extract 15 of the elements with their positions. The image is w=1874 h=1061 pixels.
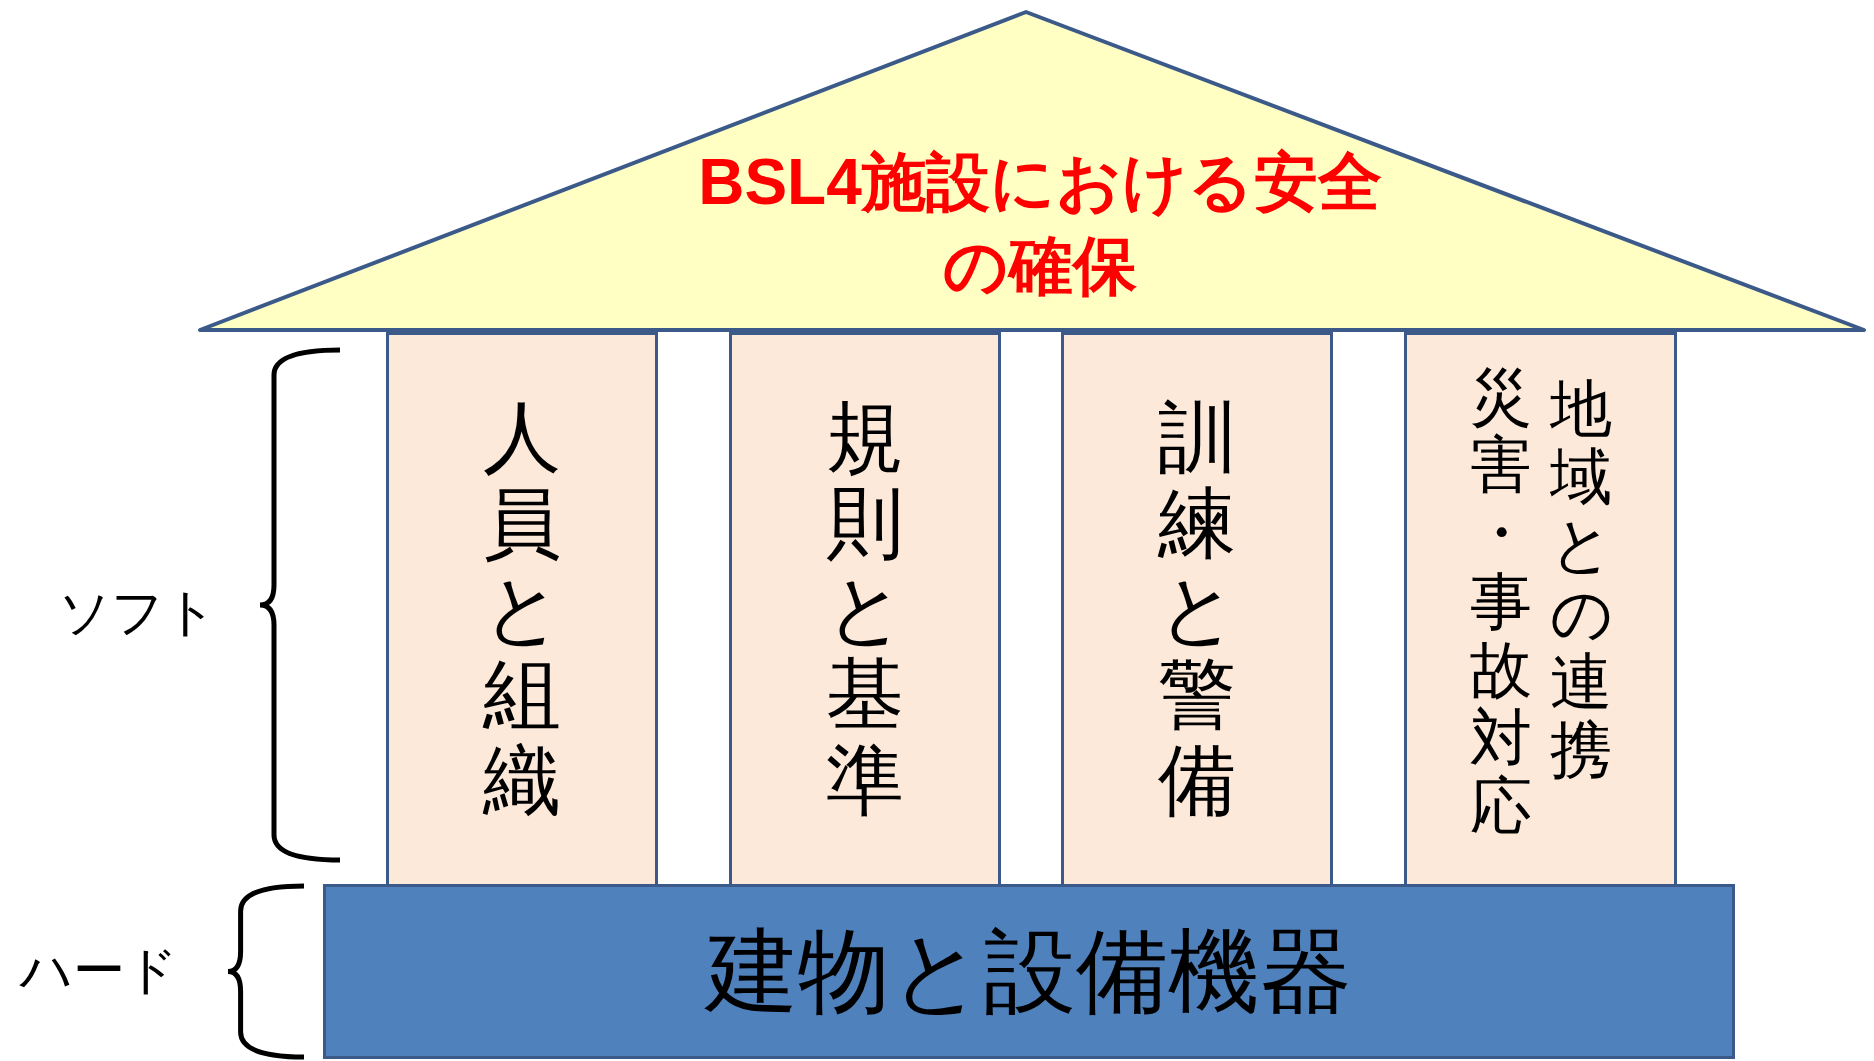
layer-label: ソフト	[58, 581, 217, 644]
pillar-label: 災害・事故対応	[1469, 363, 1532, 841]
roof-triangle	[198, 10, 1866, 332]
pillar-label: 訓練と警備	[1158, 395, 1236, 824]
pillar-box	[729, 332, 1001, 884]
pillar-label: 規則と基準	[826, 395, 904, 824]
roof-title: BSL4施設における安全の確保	[698, 145, 1382, 304]
pillar-box	[386, 332, 658, 884]
pillar-box	[1061, 332, 1333, 884]
pillar-label: 地域との連携	[1549, 375, 1612, 785]
base-box	[323, 884, 1735, 1059]
layer-label: ハード	[20, 939, 178, 1002]
pillar-box	[1404, 332, 1677, 884]
base-label: 建物と設備機器	[706, 916, 1352, 1027]
pillar-label: 人員と組織	[483, 395, 561, 824]
